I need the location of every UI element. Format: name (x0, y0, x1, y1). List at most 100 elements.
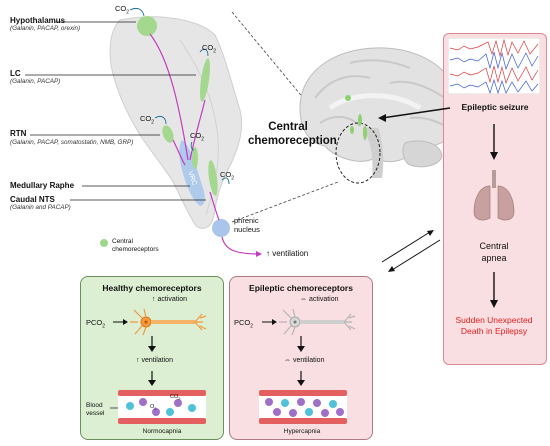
region-detail: (Galanin and PACAP) (10, 204, 71, 211)
double-arrow-b-head (388, 266, 395, 272)
right-lung (497, 185, 515, 221)
co2-text: CO (190, 131, 202, 140)
co2-arrow-rtn (154, 115, 167, 125)
trachea (492, 170, 496, 188)
o2-molecule (297, 398, 305, 406)
epileptic-activation: ⇔ activation (300, 296, 339, 303)
projection-phrenic (221, 236, 261, 255)
ventilation-arrowhead (256, 251, 262, 257)
central-chemoreception-title: Central chemoreception (248, 121, 337, 147)
co2-label-rtn: CO2 (140, 114, 154, 126)
brain-node-2 (358, 114, 362, 126)
central-apnea-label: Central apnea (479, 241, 509, 263)
brain-node-3 (350, 126, 354, 134)
o2-molecule (273, 408, 281, 416)
vrc-label: VRC (186, 170, 198, 186)
o2-molecule (289, 409, 297, 417)
co2-sub: 2 (126, 9, 130, 16)
pco2-sub: 2 (250, 323, 254, 330)
region-detail: (Galanin, PACAP) (10, 78, 61, 85)
hypothalamus-node (137, 16, 157, 36)
o2-molecule (139, 398, 147, 406)
brainstem-ridge (179, 39, 219, 216)
region-name: RTN (10, 129, 27, 138)
o2-molecule (152, 408, 160, 416)
seizure-to-brain-head (378, 114, 386, 122)
o2-text: O (150, 404, 155, 410)
hypercapnia-label: Hypercapnia (283, 428, 321, 435)
o2-molecule (321, 409, 329, 417)
o2-molecule (313, 399, 321, 407)
eeg-trace (448, 38, 540, 94)
o2-sub: 2 (154, 406, 157, 412)
o2-molecule (174, 399, 182, 407)
projection-hypothalamus (149, 33, 189, 161)
co2-molecule (281, 399, 289, 407)
co2-arrow-lc (199, 48, 209, 57)
double-arrow-a (381, 231, 431, 263)
region-name: LC (10, 69, 21, 78)
double-arrow-b (391, 239, 441, 271)
healthy-vessel-bottom (118, 418, 206, 424)
double-arrow-a-head (427, 230, 434, 236)
corpus-callosum (328, 93, 422, 111)
dashed-line-bottom (231, 181, 339, 223)
eeg-line-4 (449, 78, 539, 94)
co2-sub: 2 (213, 48, 217, 55)
phrenic-label: phrenic nucleus (234, 216, 260, 234)
co2-arrow-nts (221, 177, 230, 185)
pco2-text: PCO (86, 318, 103, 327)
dashed-line-top (231, 11, 339, 141)
co2-label-nts: CO2 (220, 170, 234, 182)
healthy-down-arrow-1-head (148, 346, 156, 352)
co2-arrow-hyp (129, 7, 145, 17)
co2-text: CO (220, 170, 232, 179)
region-name: Caudal NTS (10, 195, 55, 204)
co2-molecule (166, 408, 174, 416)
epileptic-pco2: PCO2 (234, 318, 253, 330)
co2-molecule (305, 408, 313, 416)
region-nts: Caudal NTS (Galanin and PACAP) (10, 195, 71, 211)
region-name: Hypothalamus (10, 16, 66, 25)
healthy-neuron-diagram (110, 308, 207, 424)
normocapnia-label: Normocapnia (142, 428, 182, 435)
region-hypothalamus: Hypothalamus (Galanin, PACAP, orexin) (10, 16, 80, 32)
lungs-icon (473, 170, 515, 221)
apnea-to-death-head (490, 300, 498, 308)
active-neuron (130, 308, 207, 336)
region-raphe: Medullary Raphe (10, 181, 74, 190)
legend-dot (100, 239, 108, 247)
inactive-neuron (279, 308, 356, 336)
region-detail: (Galanin, PACAP, orexin) (10, 25, 81, 32)
co2-text: CO (170, 394, 179, 400)
region-lc: LC (Galanin, PACAP) (10, 69, 60, 85)
sudep-label: Sudden Unexpected Death in Epilepsy (455, 315, 533, 336)
region-rtn: RTN (Galanin, PACAP, somatostatin, NMB, … (10, 129, 140, 147)
nts-node (208, 160, 218, 196)
co2-sub: 2 (231, 175, 235, 182)
raphe-node (192, 147, 198, 169)
healthy-activation: ↑ activation (152, 296, 188, 303)
vrc-region (179, 140, 205, 206)
co2-arrow-raphe (190, 141, 195, 151)
pco2-text: PCO (234, 318, 251, 327)
seizure-to-brain-arrow (381, 107, 451, 119)
epileptic-down-arrow-2-head (297, 380, 305, 386)
eeg-line-3 (449, 65, 539, 85)
epileptic-neuron-diagram (259, 308, 356, 424)
left-lung (473, 185, 491, 221)
epileptic-down-arrow-1-head (297, 346, 305, 352)
co2-molecule (188, 404, 196, 412)
pco2-arrow-h-head (123, 319, 128, 325)
o2-molecule (336, 408, 344, 416)
co2-molecule (126, 402, 134, 410)
brain-gyri (314, 59, 451, 129)
epileptic-title: Epileptic chemoreceptors (249, 283, 353, 293)
projection-lc (189, 99, 206, 161)
blood-vessel-label: Blood vessel (86, 402, 105, 417)
pco2-arrow-e-head (272, 319, 277, 325)
cerebellum (402, 140, 443, 168)
brain-zoom-circle (335, 122, 381, 184)
projection-rtn (172, 139, 186, 166)
